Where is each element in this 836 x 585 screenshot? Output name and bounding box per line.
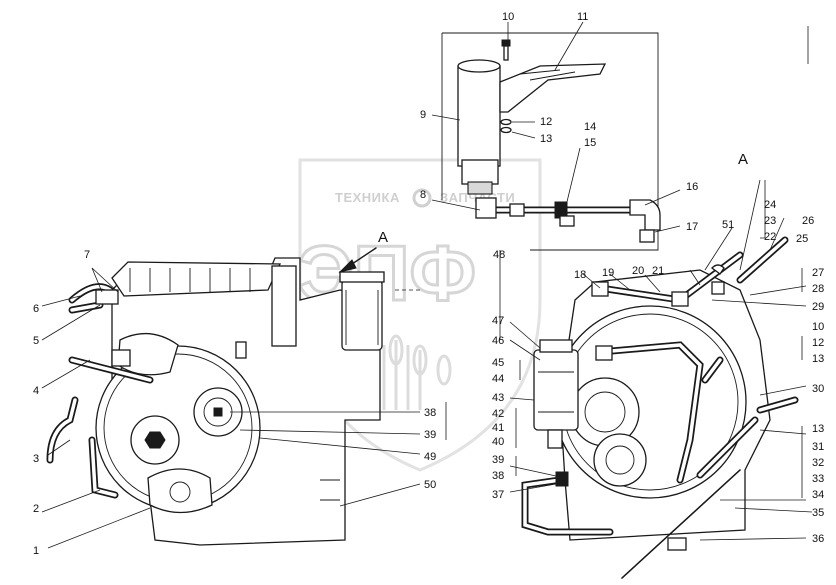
callout-44: 44 — [492, 373, 504, 385]
callout-46: 46 — [492, 335, 504, 347]
fuel-filter — [533, 349, 579, 431]
callout-47: 47 — [492, 315, 504, 327]
callout-41: 41 — [492, 422, 504, 434]
callout-42: 42 — [492, 408, 504, 420]
callout-51: 51 — [722, 219, 734, 231]
callout-37: 37 — [492, 489, 504, 501]
callout-31: 31 — [812, 441, 824, 453]
callout-3: 3 — [33, 453, 39, 465]
callout-labels: 1 2 3 4 5 6 7 8 9 10 11 12 13 14 15 16 1… — [33, 11, 824, 557]
callout-1: 1 — [33, 545, 39, 557]
view-indicator: A A — [338, 151, 748, 273]
callout-45: 45 — [492, 357, 504, 369]
callout-39b: 39 — [492, 454, 504, 466]
callout-50: 50 — [424, 479, 436, 491]
callout-20: 20 — [632, 265, 644, 277]
callout-40: 40 — [492, 436, 504, 448]
callout-25: 25 — [796, 233, 808, 245]
callout-13c: 13 — [812, 423, 824, 435]
callout-23: 23 — [764, 215, 776, 227]
callout-12: 12 — [540, 116, 552, 128]
callout-7: 7 — [84, 249, 90, 261]
callout-6: 6 — [33, 303, 39, 315]
callout-49: 49 — [424, 451, 436, 463]
callout-15: 15 — [584, 137, 596, 149]
callout-13: 13 — [540, 133, 552, 145]
callout-5: 5 — [33, 335, 39, 347]
callout-9: 9 — [420, 109, 426, 121]
callout-14: 14 — [584, 121, 596, 133]
callout-18: 18 — [574, 269, 586, 281]
callout-21: 21 — [652, 265, 664, 277]
callout-2: 2 — [33, 503, 39, 515]
elbow-fitting — [629, 199, 661, 231]
column-body — [457, 65, 501, 167]
callout-35: 35 — [812, 507, 824, 519]
bracket — [499, 63, 607, 113]
callout-30: 30 — [812, 383, 824, 395]
callout-11: 11 — [577, 11, 588, 23]
callout-13b: 13 — [812, 353, 824, 365]
callout-22: 22 — [764, 231, 776, 243]
fitting-8 — [475, 197, 497, 219]
view-arrow-label: A — [378, 229, 388, 246]
callout-29: 29 — [812, 301, 824, 313]
callout-33: 33 — [812, 473, 824, 485]
leader-lines — [41, 21, 813, 549]
watermark-gear-icon — [412, 188, 432, 208]
callout-17: 17 — [686, 221, 698, 233]
callout-36: 36 — [812, 533, 824, 545]
callout-32: 32 — [812, 457, 824, 469]
callout-48: 48 — [493, 249, 505, 261]
callout-8: 8 — [420, 189, 426, 201]
callout-27: 27 — [812, 267, 824, 279]
view-title: A — [738, 151, 748, 168]
left-assembly — [46, 257, 385, 546]
callout-10: 10 — [502, 11, 514, 23]
callout-24: 24 — [764, 199, 776, 211]
callout-12b: 12 — [812, 337, 824, 349]
callout-4: 4 — [33, 385, 39, 397]
callout-34: 34 — [812, 489, 824, 501]
callout-28: 28 — [812, 283, 824, 295]
right-assembly — [521, 236, 799, 579]
callout-26: 26 — [802, 215, 814, 227]
callout-39: 39 — [424, 429, 436, 441]
callout-16: 16 — [686, 181, 698, 193]
callout-43: 43 — [492, 392, 504, 404]
callout-38: 38 — [424, 407, 436, 419]
watermark-line1: ТЕХНИКА — [335, 190, 400, 205]
callout-19: 19 — [602, 267, 614, 279]
callout-10b: 10 — [812, 321, 824, 333]
callout-38b: 38 — [492, 470, 504, 482]
